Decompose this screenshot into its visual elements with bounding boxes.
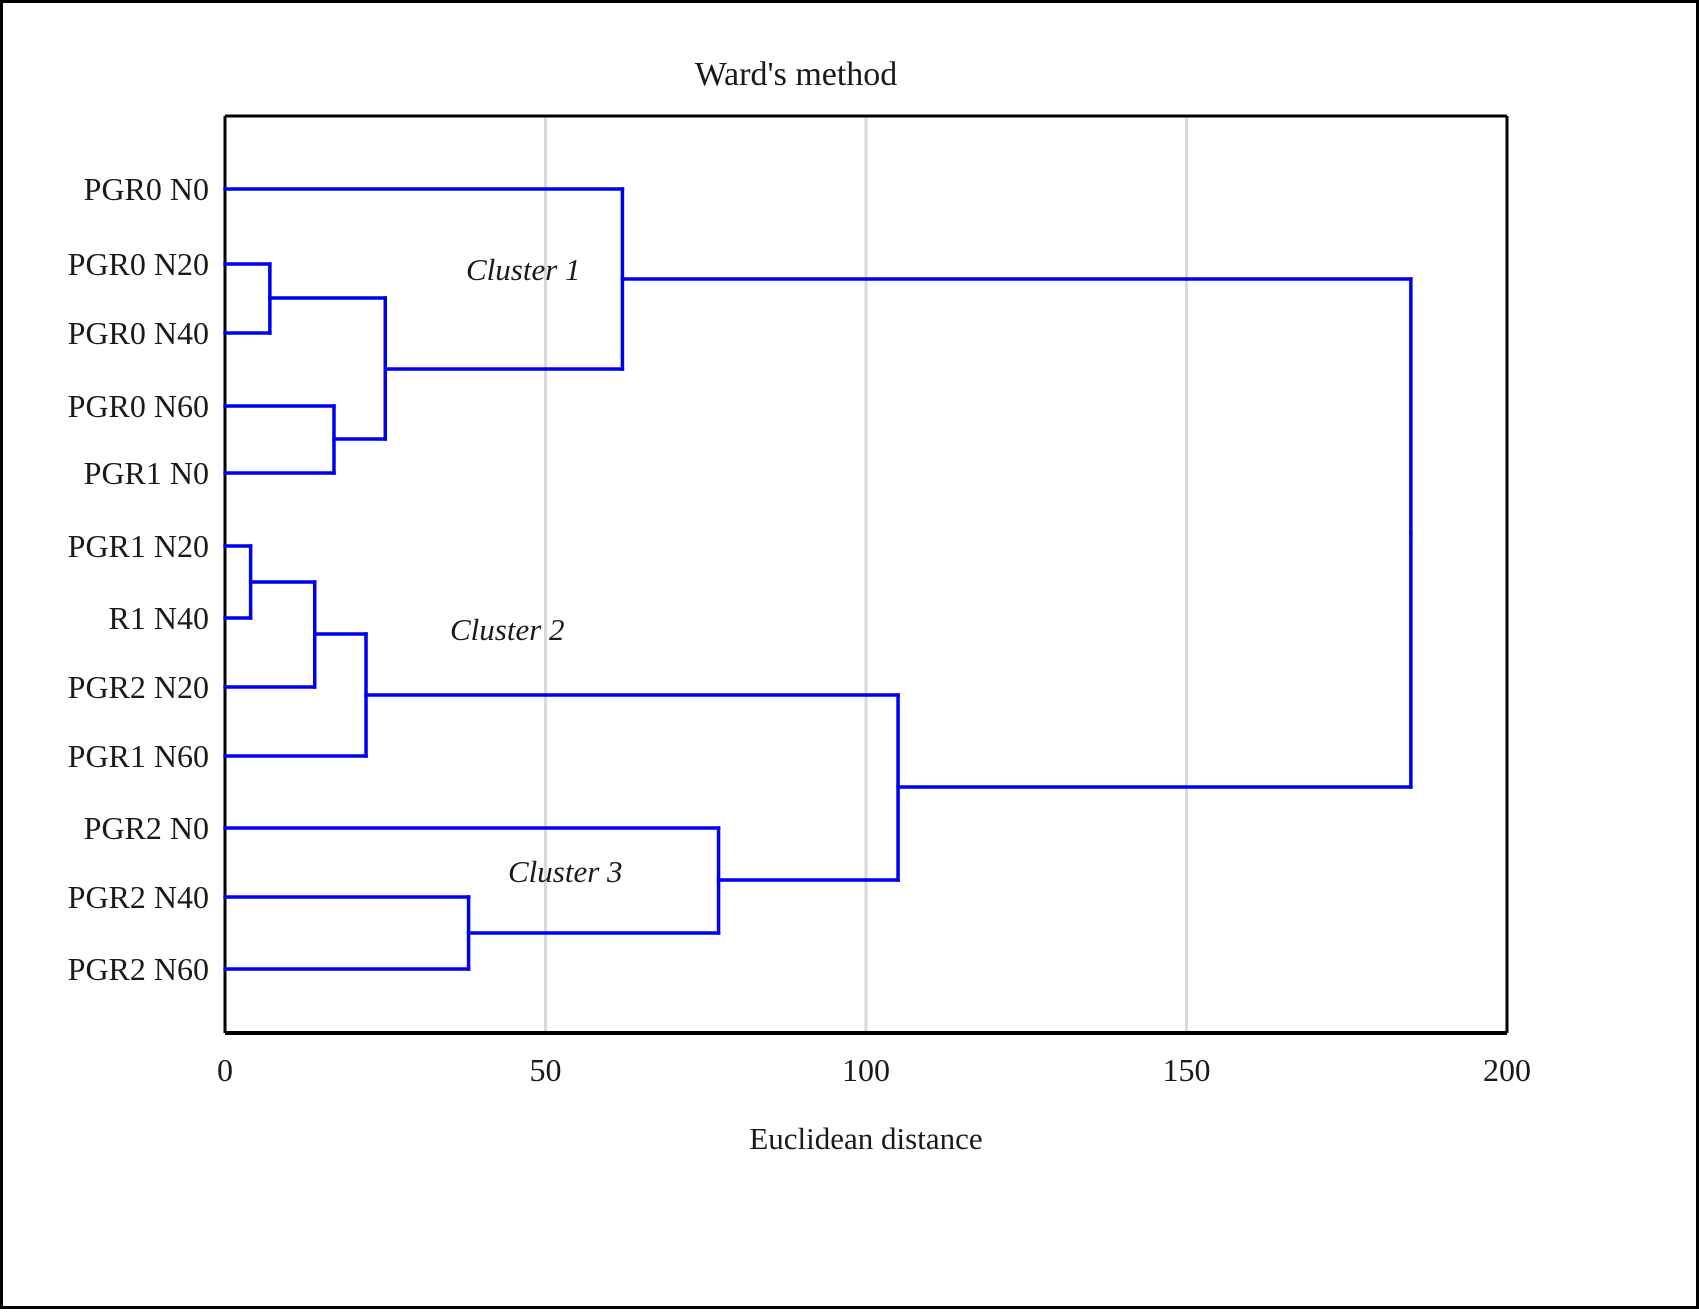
leaf-label-pgr0-n40: PGR0 N40 (68, 315, 209, 351)
x-tick-label-200: 200 (1483, 1052, 1531, 1088)
chart-title-group: Ward's method (695, 56, 898, 93)
cluster-annotation-3: Cluster 3 (508, 854, 623, 889)
x-tick-label-0: 0 (217, 1052, 233, 1088)
leaf-label-pgr2-n60: PGR2 N60 (68, 951, 209, 987)
cluster-annotations-group: Cluster 1 Cluster 2 Cluster 3 (450, 252, 623, 889)
x-tick-label-150: 150 (1163, 1052, 1211, 1088)
leaf-label-pgr2-n40: PGR2 N40 (68, 879, 209, 915)
chart-title: Ward's method (695, 56, 898, 93)
x-tick-label-50: 50 (530, 1052, 562, 1088)
x-tick-labels-group: 0 50 100 150 200 (217, 1052, 1531, 1088)
leaf-label-pgr1-n0: PGR1 N0 (84, 455, 209, 491)
cluster-annotation-1: Cluster 1 (466, 252, 581, 287)
leaf-label-r1-n40: R1 N40 (109, 600, 209, 636)
cluster-annotation-2: Cluster 2 (450, 612, 565, 647)
x-tick-label-100: 100 (842, 1052, 890, 1088)
leaf-label-pgr2-n0: PGR2 N0 (84, 810, 209, 846)
leaf-label-pgr0-n0: PGR0 N0 (84, 171, 209, 207)
leaf-label-pgr0-n20: PGR0 N20 (68, 246, 209, 282)
gridlines-group (544, 116, 1188, 1033)
leaf-label-pgr2-n20: PGR2 N20 (68, 669, 209, 705)
leaf-label-pgr1-n20: PGR1 N20 (68, 528, 209, 564)
leaf-label-pgr0-n60: PGR0 N60 (68, 388, 209, 424)
x-axis-label: Euclidean distance (749, 1121, 982, 1156)
leaf-label-pgr1-n60: PGR1 N60 (68, 738, 209, 774)
dendrogram-links-group (223, 187, 1413, 971)
plot-frame (223, 114, 1509, 1035)
